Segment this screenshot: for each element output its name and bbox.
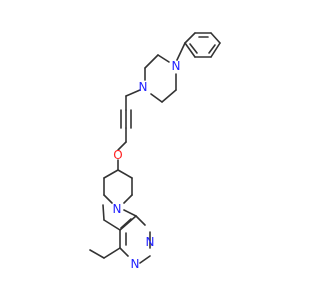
bonds (89, 32, 221, 264)
atom-label-n: N (139, 80, 148, 94)
atom-label-n: N (113, 202, 122, 216)
bond (117, 169, 133, 179)
bond (103, 219, 121, 231)
bond (161, 89, 177, 103)
bond (144, 54, 159, 69)
molecule-svg: N N O N N N (89, 32, 221, 271)
bond (117, 141, 127, 151)
bond (210, 42, 221, 58)
bond (123, 209, 137, 217)
bond (189, 43, 198, 54)
bond (103, 247, 121, 259)
bond (119, 215, 137, 231)
bond (119, 247, 129, 257)
atom-labels: N N O N N N (113, 59, 181, 271)
bond (184, 42, 196, 58)
bond (150, 93, 163, 103)
bond (125, 89, 141, 97)
bond (184, 32, 196, 44)
atom-label-o: O (113, 148, 122, 162)
bond (89, 249, 105, 259)
bond (103, 169, 119, 179)
atom-label-n: N (172, 59, 181, 73)
bond (123, 194, 133, 204)
bond (208, 44, 216, 54)
bond (135, 215, 146, 226)
bond (120, 218, 132, 229)
bond (103, 194, 113, 204)
atom-label-n: N (146, 235, 155, 249)
bond (176, 42, 186, 61)
molecule-diagram: N N O N N N (89, 32, 221, 271)
atom-label-n: N (131, 257, 140, 271)
bond (157, 54, 170, 63)
bond (139, 255, 151, 264)
bond (102, 204, 105, 221)
bond (210, 32, 221, 44)
